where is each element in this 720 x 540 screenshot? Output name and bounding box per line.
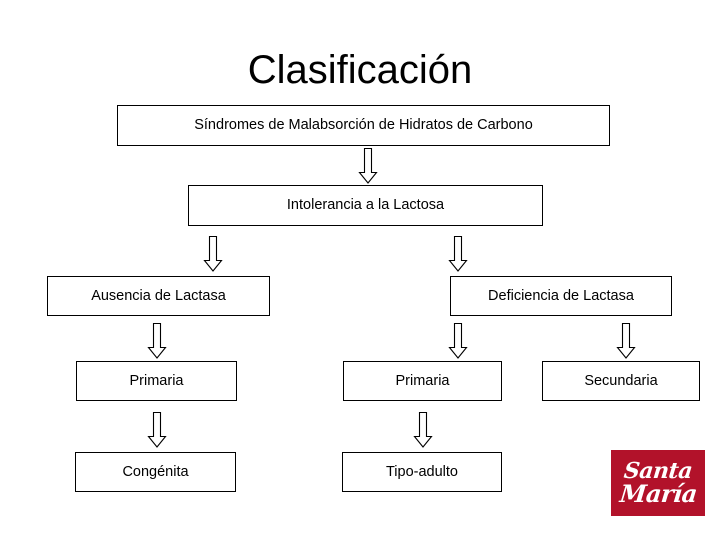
flowchart-node-n4: Deficiencia de Lactasa <box>450 276 672 316</box>
down-arrow-icon <box>202 236 224 272</box>
down-arrow-icon <box>615 323 637 359</box>
flowchart-node-n2: Intolerancia a la Lactosa <box>188 185 543 226</box>
page-title: Clasificación <box>247 48 473 92</box>
down-arrow-icon <box>447 323 469 359</box>
logo-text-line2: María <box>618 479 699 508</box>
flowchart-node-n3: Ausencia de Lactasa <box>47 276 270 316</box>
santa-maria-logo: Santa María <box>611 450 705 516</box>
flowchart-node-n8: Congénita <box>75 452 236 492</box>
down-arrow-icon <box>146 412 168 448</box>
flowchart-node-n7: Secundaria <box>542 361 700 401</box>
flowchart-node-n5: Primaria <box>76 361 237 401</box>
flowchart-node-n9: Tipo-adulto <box>342 452 502 492</box>
down-arrow-icon <box>146 323 168 359</box>
flowchart-node-n1: Síndromes de Malabsorción de Hidratos de… <box>117 105 610 146</box>
down-arrow-icon <box>412 412 434 448</box>
down-arrow-icon <box>357 148 379 184</box>
flowchart-node-n6: Primaria <box>343 361 502 401</box>
down-arrow-icon <box>447 236 469 272</box>
